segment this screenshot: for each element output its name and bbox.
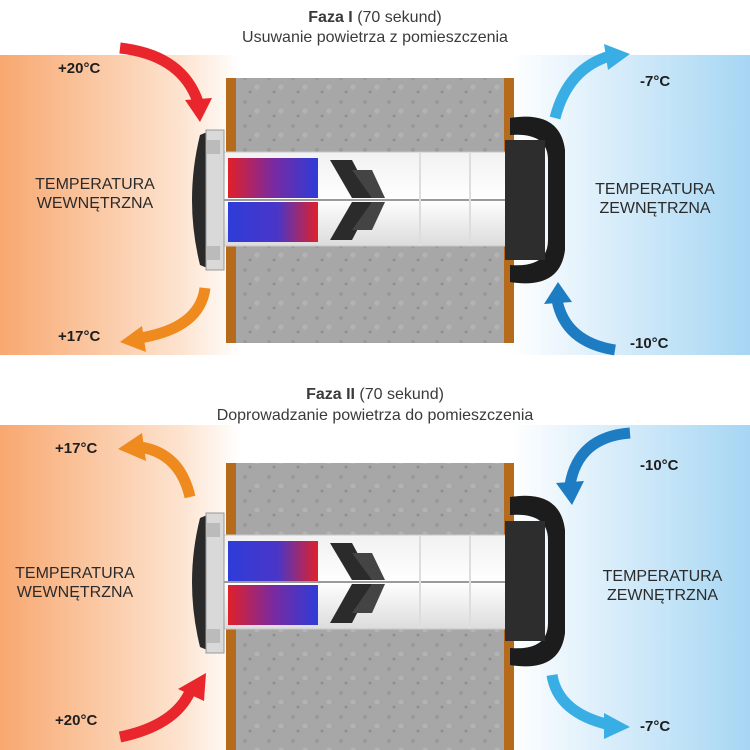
phase-1-temp-indoor-top: +20°C: [58, 60, 101, 77]
phase-2-temp-outdoor-bottom: -7°C: [640, 718, 671, 735]
fan-blade-top: [330, 543, 372, 580]
arrow-indoor-out: [139, 286, 211, 344]
heat-exchanger-top: [228, 541, 318, 581]
arrow-outdoor-out: [546, 673, 612, 731]
phase-2-outdoor-label: TEMPERATURA ZEWNĘTRZNA: [590, 567, 735, 605]
phase-1-temp-indoor-bottom: +17°C: [58, 328, 101, 345]
heat-exchanger-top: [228, 158, 318, 198]
outdoor-label-line2: ZEWNĘTRZNA: [599, 200, 711, 217]
arrow-outdoor-out: [549, 50, 612, 120]
outer-hood: [510, 495, 565, 667]
phase-2-title: Faza II (70 sekund): [0, 385, 750, 404]
indoor-label-line2: WEWNĘTRZNA: [36, 195, 154, 212]
phase-1-title: Faza I (70 sekund): [0, 8, 750, 27]
phase-1-title-bold: Faza I: [308, 9, 353, 26]
phase-1-panel: Faza I (70 sekund) Usuwanie powietrza z …: [0, 8, 750, 356]
arrow-indoor-out: [138, 441, 196, 499]
arrow-outdoor-in: [551, 298, 616, 356]
phase-1-outdoor-label: TEMPERATURA ZEWNĘTRZNA: [585, 180, 725, 218]
phase-2-temp-outdoor-top: -10°C: [640, 457, 679, 474]
fan-blade-bottom: [330, 202, 372, 240]
phase-2-subtitle: Doprowadzanie powietrza do pomieszczenia: [216, 407, 534, 424]
outdoor-label-line1: TEMPERATURA: [602, 568, 723, 585]
fan-blade-bottom: [330, 584, 372, 623]
phase-2-indoor-label: TEMPERATURA WEWNĘTRZNA: [0, 564, 150, 602]
indoor-label-line1: TEMPERATURA: [15, 565, 135, 582]
phase-1-temp-outdoor-bottom: -10°C: [630, 335, 669, 352]
arrow-indoor-in: [118, 684, 198, 743]
phase-1-indoor-label: TEMPERATURA WEWNĘTRZNA: [20, 175, 170, 213]
indoor-label-line2: WEWNĘTRZNA: [16, 584, 134, 601]
phase-1-subtitle: Usuwanie powietrza z pomieszczenia: [242, 29, 508, 46]
phase-2-panel: Faza II (70 sekund) Doprowadzanie powiet…: [0, 375, 750, 750]
heat-exchanger-bottom: [228, 202, 318, 242]
outdoor-label-line1: TEMPERATURA: [595, 181, 715, 198]
arrow-indoor-in: [119, 42, 204, 104]
outdoor-label-line2: ZEWNĘTRZNA: [606, 587, 719, 604]
fan-blade-top: [330, 160, 372, 198]
phase-2-diagram: [0, 425, 750, 750]
phase-1-title-rest: (70 sekund): [357, 9, 442, 26]
phase-1-diagram: [0, 42, 750, 356]
phase-1-temp-outdoor-top: -7°C: [640, 73, 671, 90]
phase-2-temp-indoor-bottom: +20°C: [55, 712, 98, 729]
arrow-outdoor-in: [564, 427, 631, 487]
indoor-label-line1: TEMPERATURA: [35, 176, 155, 193]
phase-2-temp-indoor-top: +17°C: [55, 440, 98, 457]
phase-2-title-bold: Faza II: [306, 386, 355, 403]
outer-hood: [510, 116, 565, 284]
phase-2-title-rest: (70 sekund): [359, 386, 444, 403]
heat-exchanger-bottom: [228, 585, 318, 625]
